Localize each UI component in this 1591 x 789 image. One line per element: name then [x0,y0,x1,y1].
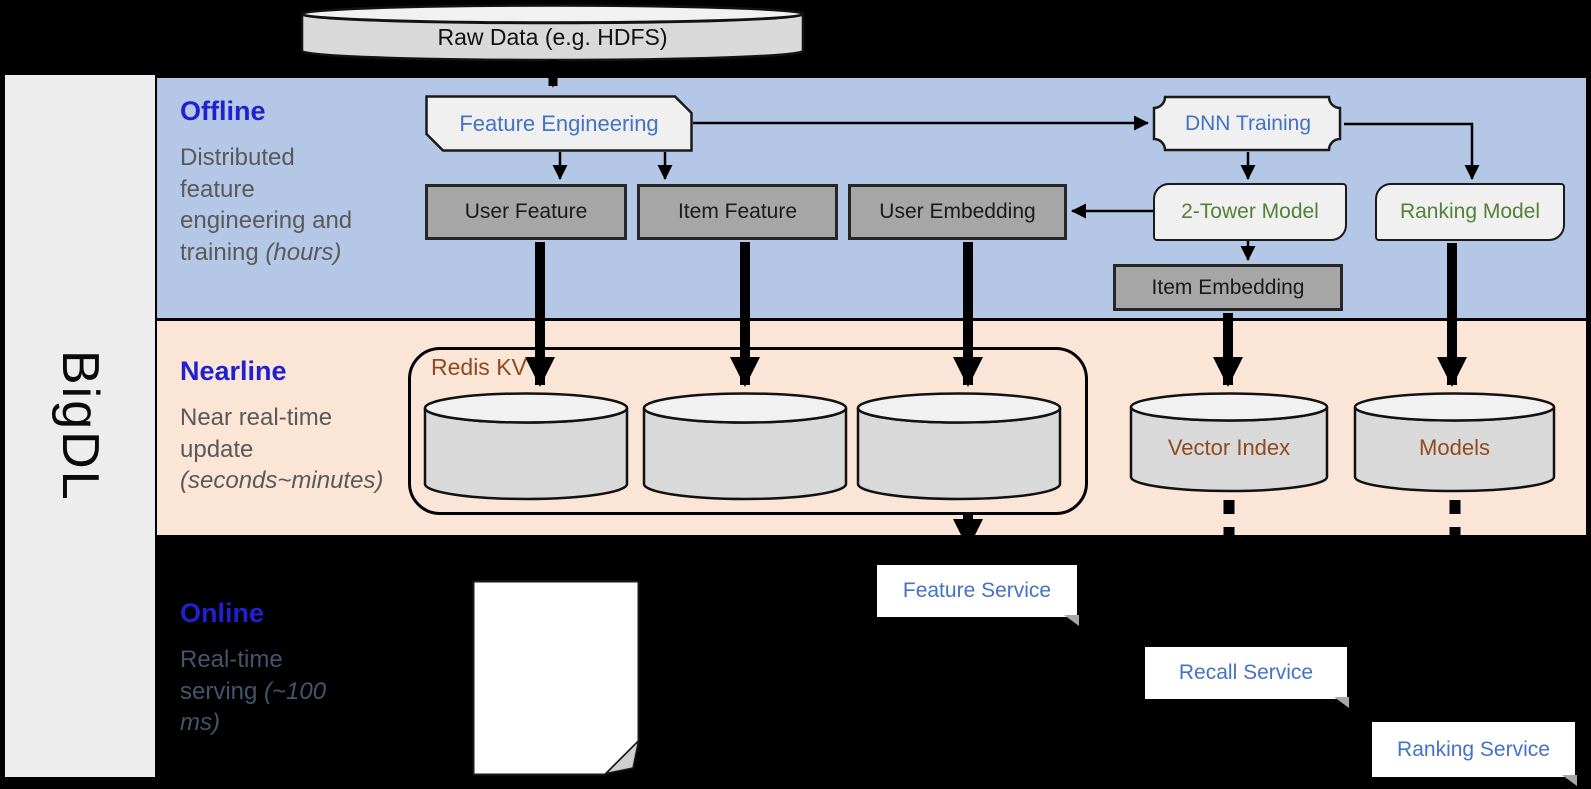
document-shape [472,580,640,776]
two-tower-model-node: 2-Tower Model [1153,183,1347,241]
plaque-shape [1152,95,1342,152]
offline-desc-text: Distributed feature engineering and trai… [180,144,353,267]
offline-title: Offline [180,96,266,126]
vector-index-label: Vector Index [1167,435,1291,460]
nearline-title: Nearline [180,356,287,386]
feature-engineering-label: Feature Engineering [459,110,659,136]
cylinder-shape [1129,392,1329,493]
item-feature-node: Item Feature [637,184,838,240]
kv-store-cylinder-2 [641,391,849,503]
two-tower-model-label: 2-Tower Model [1181,200,1319,223]
folded-corner [1334,697,1349,708]
user-feature-label: User Feature [464,200,588,223]
redis-kv-label: Redis KV [431,354,527,380]
cylinder-shape [642,392,848,501]
feature-service-node: Feature Service [877,565,1079,626]
feature-service-label: Feature Service [902,579,1052,602]
recall-service-node: Recall Service [1145,647,1349,708]
folded-corner [1064,615,1079,626]
vector-index-cylinder: Vector Index [1128,391,1330,495]
folded-corner [603,738,640,775]
user-embedding-label: User Embedding [879,200,1036,223]
user-embedding-node: User Embedding [848,184,1067,240]
cylinder-shape [1353,392,1556,493]
kv-store-cylinder-3 [855,391,1063,503]
user-feature-node: User Feature [425,184,627,240]
bigdl-sidebar: BigDL [5,75,155,777]
item-embedding-label: Item Embedding [1151,275,1305,299]
cylinder-shape [423,392,629,501]
online-title: Online [180,598,265,628]
ranking-model-label: Ranking Model [1399,200,1541,223]
models-label: Models [1419,435,1490,460]
cylinder-shape [300,4,805,62]
cylinder-shape [856,392,1062,501]
ranking-service-label: Ranking Service [1397,737,1550,761]
folded-corner [1562,775,1577,786]
kv-store-cylinder-1 [422,391,630,503]
raw-data-store: Raw Data (e.g. HDFS) [300,3,805,63]
item-feature-label: Item Feature [677,200,798,223]
dnn-training-label: DNN Training [1184,111,1312,135]
online-desc-text: Real-time serving [180,646,283,705]
snip-rect-shape [425,95,693,152]
online-description: Real-time serving (~100 ms) [180,644,330,739]
offline-description: Distributed feature engineering and trai… [180,142,365,269]
raw-data-label: Raw Data (e.g. HDFS) [437,23,668,50]
item-embedding-node: Item Embedding [1113,264,1343,311]
models-cylinder: Models [1352,391,1557,495]
dnn-training-node: DNN Training [1152,95,1344,152]
offline-latency: (hours) [265,239,342,267]
recall-service-label: Recall Service [1178,661,1314,684]
ranking-model-node: Ranking Model [1375,183,1565,241]
nearline-description: Near real-time update (seconds~minutes) [180,402,392,497]
online-latency: (~100 ms) [180,677,327,737]
nearline-latency: (seconds~minutes) [180,467,384,495]
feature-engineering-node: Feature Engineering [425,95,693,152]
nearline-desc-text: Near real-time update [180,404,333,463]
ranking-service-node: Ranking Service [1372,722,1577,786]
recommender-service-node: Recommender Service [472,580,640,776]
bigdl-logo-text: BigDL [51,350,109,502]
